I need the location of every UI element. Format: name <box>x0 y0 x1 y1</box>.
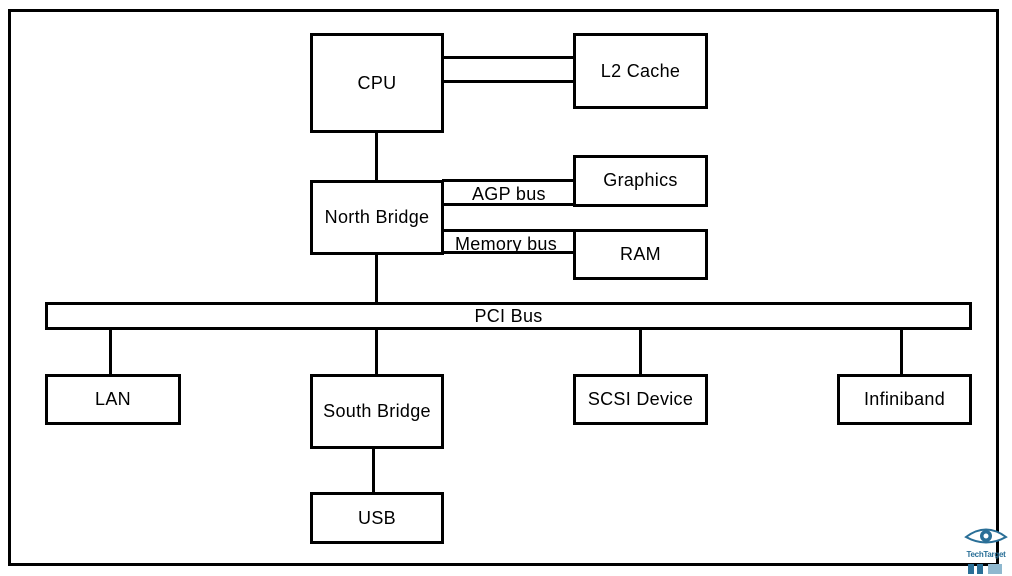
l2-cache-label: L2 Cache <box>600 60 681 81</box>
agp-connector-top <box>442 179 575 182</box>
lan-label: LAN <box>95 389 131 409</box>
techtarget-logo: TechTarget <box>962 524 1010 574</box>
logo-text: TechTarget <box>966 550 1006 559</box>
scsi-device-label: SCSI Device <box>587 389 694 409</box>
cpu-label: CPU <box>357 72 397 93</box>
l2-cache-box: L2 Cache <box>573 33 708 109</box>
memory-connector-top <box>442 229 575 232</box>
northbridge-pci-connector <box>375 253 378 304</box>
agp-bus-label: AGP bus <box>472 184 546 204</box>
north-bridge-box: North Bridge <box>310 180 444 255</box>
graphics-box: Graphics <box>573 155 708 207</box>
logo-mark-icon <box>968 564 1002 574</box>
scsi-device-box: SCSI Device <box>573 374 708 425</box>
pci-lan-connector <box>109 327 112 375</box>
graphics-label: Graphics <box>603 169 678 190</box>
north-bridge-label: North Bridge <box>324 207 430 227</box>
infiniband-box: Infiniband <box>837 374 972 425</box>
cpu-box: CPU <box>310 33 444 133</box>
lan-box: LAN <box>45 374 181 425</box>
memory-bus-label: Memory bus <box>455 234 558 254</box>
pci-infiniband-connector <box>900 327 903 375</box>
usb-label: USB <box>358 507 396 528</box>
diagram-frame <box>8 9 999 566</box>
pci-bus-box: PCI Bus <box>45 302 972 330</box>
ram-box: RAM <box>573 229 708 280</box>
pci-scsi-connector <box>639 327 642 375</box>
south-bridge-box: South Bridge <box>310 374 444 449</box>
eye-icon <box>964 528 1008 544</box>
agp-connector-bottom <box>442 203 575 206</box>
pci-southbridge-connector <box>375 327 378 375</box>
southbridge-usb-connector <box>372 446 375 494</box>
infiniband-label: Infiniband <box>863 389 946 409</box>
memory-connector-bottom <box>442 251 575 254</box>
cpu-northbridge-connector <box>375 131 378 181</box>
pci-bus-label: PCI Bus <box>474 305 543 326</box>
south-bridge-label: South Bridge <box>323 401 431 421</box>
cpu-l2-connector-bottom <box>442 80 575 83</box>
usb-box: USB <box>310 492 444 544</box>
ram-label: RAM <box>620 244 661 264</box>
cpu-l2-connector-top <box>442 56 575 59</box>
